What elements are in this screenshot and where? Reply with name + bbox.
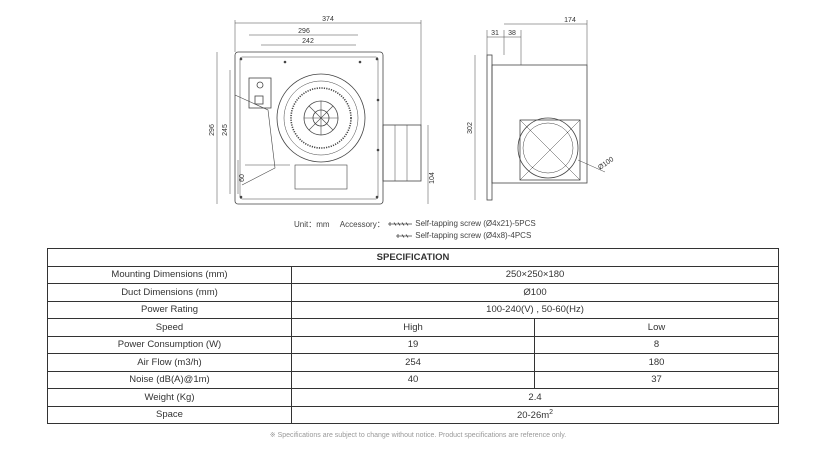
screw-long-icon	[388, 221, 412, 226]
dim-296-width: 296	[298, 28, 310, 35]
space-value: 20-26m	[516, 409, 550, 421]
control-box	[248, 77, 272, 109]
row-value: 20-26m2	[290, 405, 780, 424]
row-value: 100-240(V) , 50-60(Hz)	[290, 300, 780, 319]
spec-table: SPECIFICATION Mounting Dimensions (mm) 2…	[46, 248, 780, 424]
row-label: Power Consumption (W)	[47, 335, 292, 354]
accessory-screw-1: Self-tapping screw (Ø4x21)-5PCS	[387, 219, 536, 228]
screw-2-label: Self-tapping screw (Ø4x8)-4PCS	[415, 231, 532, 240]
dim-374: 374	[322, 16, 334, 23]
dim-31: 31	[491, 30, 499, 37]
dim-104: 104	[429, 172, 436, 184]
table-row: Duct Dimensions (mm) Ø100	[47, 283, 780, 302]
row-label: Space	[47, 405, 292, 424]
dim-duct-diameter: Ø100	[597, 156, 615, 172]
dim-38: 38	[508, 30, 516, 37]
side-duct-box	[519, 119, 581, 181]
row-high: High	[291, 318, 535, 337]
space-unit-exponent: 2	[549, 408, 554, 416]
spec-header-row: SPECIFICATION	[46, 248, 780, 267]
table-row: Power Rating 100-240(V) , 50-60(Hz)	[47, 300, 780, 319]
unit-label: Unit：mm	[294, 220, 330, 229]
spec-title: SPECIFICATION	[46, 248, 780, 267]
table-row: Noise (dB(A)@1m) 40 37	[47, 370, 780, 389]
row-label: Speed	[47, 318, 292, 337]
dim-174: 174	[564, 17, 576, 24]
unit-note: Unit：mm Accessory：	[294, 219, 385, 230]
dim-60: 60	[239, 174, 246, 182]
dim-296-height: 296	[209, 124, 216, 136]
row-label: Mounting Dimensions (mm)	[47, 265, 292, 284]
table-row: Weight (Kg) 2.4	[47, 388, 780, 407]
row-value: 2.4	[290, 388, 780, 407]
table-row: Power Consumption (W) 19 8	[47, 335, 780, 354]
table-row: Speed High Low	[47, 318, 780, 337]
screw-short-icon	[396, 233, 412, 238]
front-duct	[382, 124, 422, 182]
front-view-frame	[234, 51, 384, 205]
side-body	[491, 64, 588, 184]
screw-1-label: Self-tapping screw (Ø4x21)-5PCS	[415, 219, 536, 228]
footnote: ※ Specifications are subject to change w…	[269, 432, 567, 439]
side-duct-outlet	[517, 117, 579, 179]
row-label: Duct Dimensions (mm)	[47, 283, 292, 302]
table-row: Space 20-26m2	[47, 405, 780, 424]
technical-drawing: 374 296 242 296 245 60 104 31 38 174 302…	[209, 16, 615, 205]
side-flange	[486, 54, 493, 201]
row-value: 250×250×180	[290, 265, 780, 284]
table-row: Mounting Dimensions (mm) 250×250×180	[47, 265, 780, 284]
row-label: Noise (dB(A)@1m)	[47, 370, 292, 389]
dim-302: 302	[467, 122, 474, 134]
row-high: 19	[291, 335, 535, 354]
row-label: Air Flow (m3/h)	[47, 353, 292, 372]
row-low: Low	[533, 318, 780, 337]
row-low: 37	[533, 370, 780, 389]
row-high: 254	[291, 353, 535, 372]
dim-242: 242	[302, 38, 314, 45]
row-low: 180	[533, 353, 780, 372]
accessory-screw-2: Self-tapping screw (Ø4x8)-4PCS	[395, 231, 531, 240]
row-label: Weight (Kg)	[47, 388, 292, 407]
accessory-label: Accessory：	[339, 220, 385, 229]
table-row: Air Flow (m3/h) 254 180	[47, 353, 780, 372]
row-low: 8	[533, 335, 780, 354]
dim-245: 245	[222, 124, 229, 136]
row-label: Power Rating	[47, 300, 292, 319]
fan-ring	[276, 73, 366, 163]
row-high: 40	[291, 370, 535, 389]
row-value: Ø100	[290, 283, 780, 302]
